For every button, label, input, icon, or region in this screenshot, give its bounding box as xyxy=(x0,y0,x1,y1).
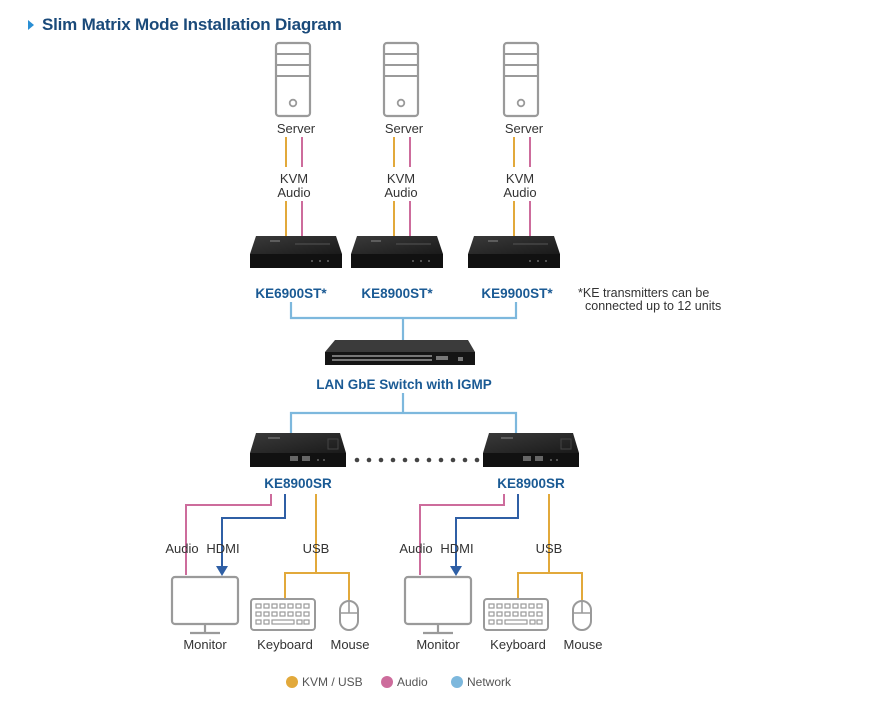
mouse-icon xyxy=(339,600,359,631)
usb-label: USB xyxy=(303,541,330,556)
network-cable-transmitters xyxy=(289,302,518,320)
receiver-device xyxy=(482,432,580,468)
switch-device-top xyxy=(325,340,475,352)
legend-swatch-kvm-usb xyxy=(286,676,298,688)
transmitter-note-line1: *KE transmitters can be xyxy=(578,286,709,300)
lan-switch xyxy=(325,340,475,365)
hdmi-label: HDMI xyxy=(206,541,239,556)
keyboard-icon xyxy=(483,598,549,631)
legend-item-network: Network xyxy=(451,675,512,689)
server-group-3: Server KVM Audio KE9900ST* xyxy=(467,41,561,301)
usb-split-cable xyxy=(517,572,583,601)
receiver-group-2: KE8900SR Audio HDMI USB Monitor Keyboard… xyxy=(399,432,603,652)
server-label: Server xyxy=(505,121,544,136)
bullet-arrow-icon xyxy=(28,20,34,30)
monitor-icon xyxy=(403,575,473,635)
audio-label: Audio xyxy=(165,541,198,556)
hdmi-label: HDMI xyxy=(440,541,473,556)
diagram-title: Slim Matrix Mode Installation Diagram xyxy=(42,15,342,34)
legend-item-kvm-usb: KVM / USB xyxy=(286,675,363,689)
server-icon xyxy=(274,41,312,118)
legend-item-audio: Audio xyxy=(381,675,428,689)
cable-label-kvm: KVM xyxy=(506,171,534,186)
cable-label-kvm: KVM xyxy=(280,171,308,186)
receiver-model: KE8900SR xyxy=(497,476,565,491)
audio-label: Audio xyxy=(399,541,432,556)
server-icon xyxy=(382,41,420,118)
hdmi-cable xyxy=(221,494,286,567)
legend-label: Audio xyxy=(397,675,428,689)
keyboard-label: Keyboard xyxy=(490,637,546,652)
legend-swatch-network xyxy=(451,676,463,688)
more-receivers-dots xyxy=(354,457,480,463)
switch-label: LAN GbE Switch with IGMP xyxy=(316,377,492,392)
transmitter-device xyxy=(467,235,561,269)
mouse-label: Mouse xyxy=(330,637,369,652)
receiver-model: KE8900SR xyxy=(264,476,332,491)
monitor-label: Monitor xyxy=(183,637,227,652)
server-group-2: Server KVM Audio KE8900ST* xyxy=(350,41,444,301)
switch-device-front xyxy=(325,352,475,365)
hdmi-cable xyxy=(455,494,519,567)
receiver-group-1: KE8900SR Audio HDMI USB Monitor Keyboard… xyxy=(165,432,370,652)
diagram-heading: Slim Matrix Mode Installation Diagram xyxy=(28,15,342,35)
server-label: Server xyxy=(277,121,316,136)
transmitter-device xyxy=(249,235,343,269)
audio-cable xyxy=(185,494,272,575)
cable-label-audio: Audio xyxy=(277,185,310,200)
cable-label-kvm: KVM xyxy=(387,171,415,186)
receiver-device xyxy=(249,432,347,468)
usb-split-cable xyxy=(284,572,350,601)
server-icon xyxy=(502,41,540,118)
mouse-label: Mouse xyxy=(563,637,602,652)
monitor-label: Monitor xyxy=(416,637,460,652)
cable-label-audio: Audio xyxy=(503,185,536,200)
hdmi-arrow-icon xyxy=(216,566,228,576)
mouse-icon xyxy=(572,600,592,631)
legend-label: KVM / USB xyxy=(302,675,363,689)
keyboard-label: Keyboard xyxy=(257,637,313,652)
transmitter-note-line2: connected up to 12 units xyxy=(585,299,721,313)
audio-cable xyxy=(419,494,505,575)
transmitter-device xyxy=(350,235,444,269)
keyboard-icon xyxy=(250,598,316,631)
hdmi-arrow-icon xyxy=(450,566,462,576)
monitor-icon xyxy=(170,575,240,635)
transmitter-model: KE8900ST* xyxy=(361,286,433,301)
transmitter-model: KE6900ST* xyxy=(255,286,327,301)
server-label: Server xyxy=(385,121,424,136)
legend-label: Network xyxy=(467,675,512,689)
transmitter-model: KE9900ST* xyxy=(481,286,553,301)
usb-label: USB xyxy=(536,541,563,556)
server-group-1: Server KVM Audio KE6900ST* xyxy=(249,41,343,301)
cable-label-audio: Audio xyxy=(384,185,417,200)
legend-swatch-audio xyxy=(381,676,393,688)
network-cables xyxy=(289,302,518,436)
network-cable-receivers xyxy=(289,411,518,436)
legend: KVM / USB Audio Network xyxy=(286,675,512,689)
